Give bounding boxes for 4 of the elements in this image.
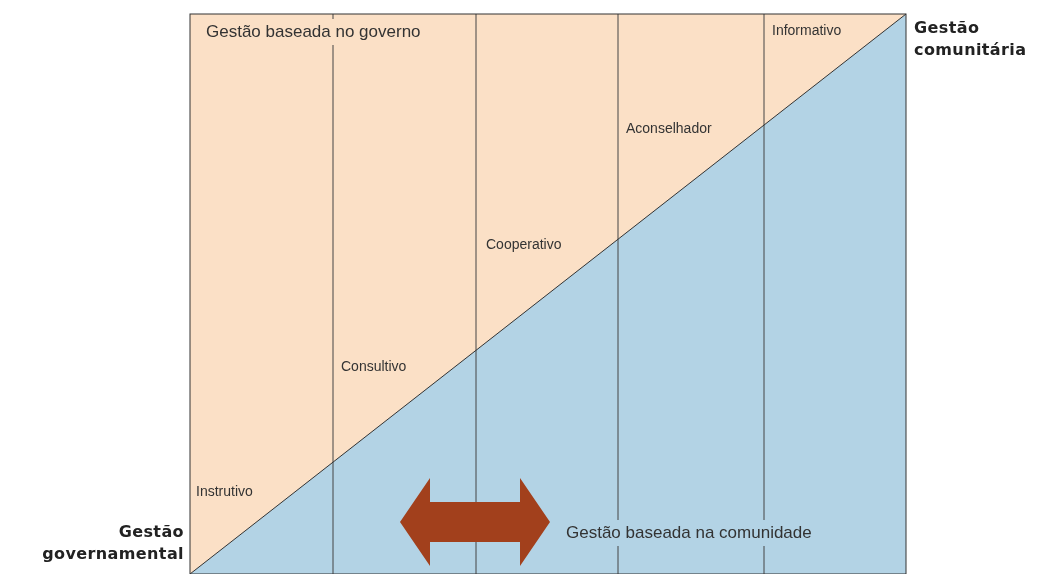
region-label: Gestão baseada no governo [204, 19, 423, 45]
region-label: Gestão baseada na comunidade [564, 520, 814, 546]
axis-end-label: Gestão comunitária [913, 17, 1028, 61]
axis-end-label: Gestão governamental [41, 521, 185, 565]
